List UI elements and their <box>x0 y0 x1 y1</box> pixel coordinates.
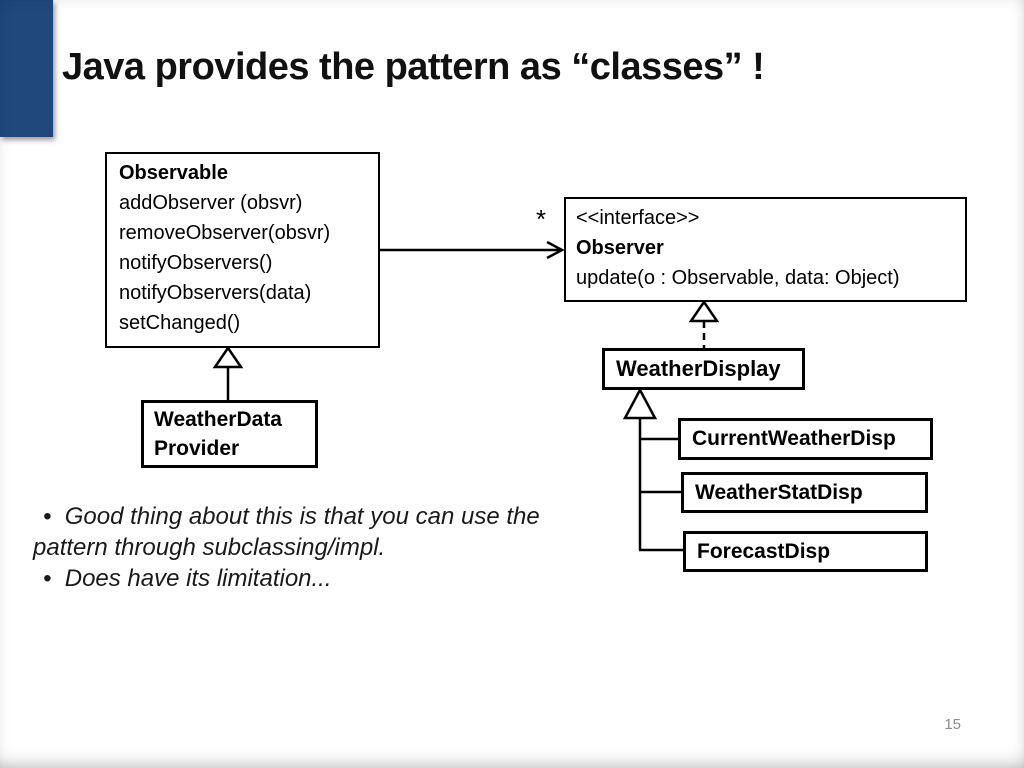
interface-box-observer: <<interface>> Observer update(o : Observ… <box>564 197 967 302</box>
class-name-line1: WeatherData <box>154 408 282 431</box>
generalization-triangle-observable <box>212 345 244 369</box>
interface-name: Observer <box>576 237 664 259</box>
note-line-2: pattern through subclassing/impl. <box>33 534 386 561</box>
association-arrowhead <box>546 240 565 260</box>
class-method: notifyObservers(data) <box>119 282 312 304</box>
generalization-triangle-weatherdisplay <box>622 387 658 420</box>
class-name: WeatherStatDisp <box>695 480 863 504</box>
class-method: removeObserver(obsvr) <box>119 222 331 244</box>
class-box-forecastdisp: ForecastDisp <box>683 531 928 572</box>
realization-triangle-observer <box>688 299 720 323</box>
class-name-line2: Provider <box>154 437 240 460</box>
interface-method: update(o : Observable, data: Object) <box>576 267 900 289</box>
class-name: WeatherDisplay <box>616 356 781 381</box>
class-name: ForecastDisp <box>697 539 831 563</box>
class-box-observable: Observable addObserver (obsvr) removeObser… <box>105 152 380 348</box>
class-box-weatherdataprovider: WeatherData Provider <box>141 400 318 468</box>
class-name: Observable <box>119 162 228 184</box>
page-number: 15 <box>944 716 961 733</box>
class-name: CurrentWeatherDisp <box>692 427 896 450</box>
note-line-3: • Does have its limitation... <box>43 565 332 592</box>
class-box-currentweatherdisp: CurrentWeatherDisp <box>678 418 933 460</box>
slide-title: Java provides the pattern as “classes” ! <box>62 46 765 88</box>
accent-bar <box>0 0 53 137</box>
class-box-weatherdisplay: WeatherDisplay <box>602 348 805 390</box>
class-box-weatherstatdisp: WeatherStatDisp <box>681 472 928 513</box>
note-line-1: • Good thing about this is that you can … <box>43 503 540 530</box>
class-method: notifyObservers() <box>119 252 273 274</box>
class-method: setChanged() <box>119 312 241 334</box>
interface-stereotype: <<interface>> <box>576 207 700 229</box>
association-multiplicity: * <box>536 204 547 234</box>
notes-block: • Good thing about this is that you can … <box>33 501 573 594</box>
class-method: addObserver (obsvr) <box>119 192 303 214</box>
